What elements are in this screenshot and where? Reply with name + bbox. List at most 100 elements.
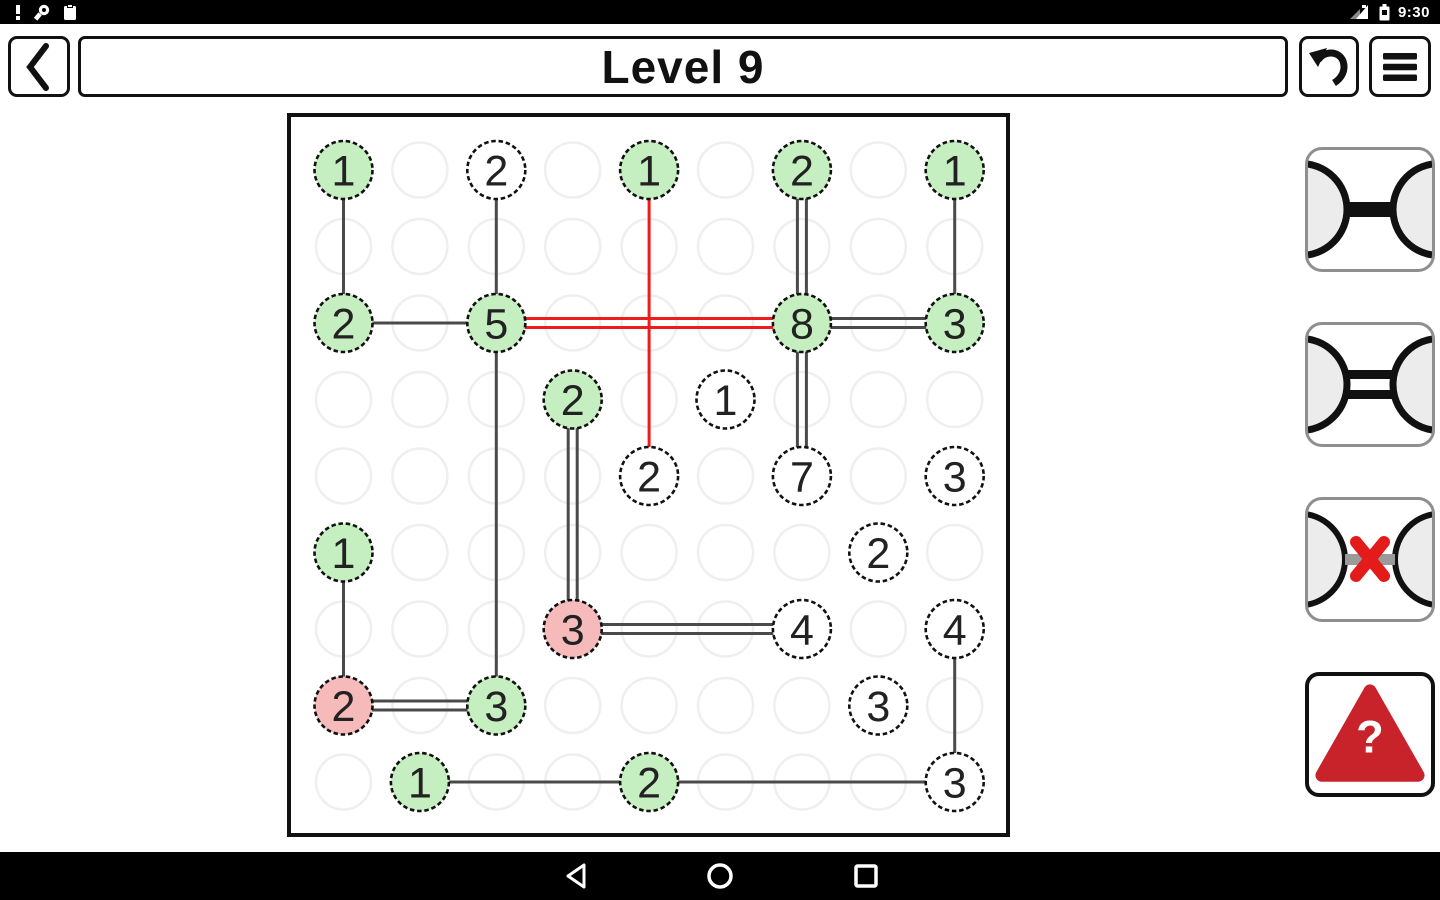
grid-placeholder [696,523,755,582]
grid-placeholder [391,447,449,505]
grid-placeholder [849,294,908,352]
grid-placeholder [773,370,831,429]
puzzle-node[interactable] [542,598,604,660]
battery-icon [1379,3,1390,20]
grid-placeholder [773,676,831,735]
nav-home-icon[interactable] [706,862,734,890]
node-number: 2 [637,760,661,808]
node-number: 7 [790,454,814,502]
grid-placeholder [620,600,678,658]
grid-placeholder [849,217,908,276]
nav-back-icon[interactable] [564,862,590,890]
puzzle-node[interactable] [924,445,986,507]
clipboard-icon [64,3,76,20]
grid-placeholder [543,294,602,352]
puzzle-node[interactable] [771,139,833,201]
puzzle-node[interactable] [771,445,833,507]
status-bar: 9:30 [0,0,1440,24]
puzzle-node[interactable] [924,292,986,354]
signal-icon [1349,5,1368,19]
page-title: Level 9 [601,40,765,93]
grid-placeholder [925,523,984,582]
puzzle-node[interactable] [466,675,527,736]
node-number: 3 [866,683,890,731]
grid-placeholder [849,141,908,199]
puzzle-node[interactable] [313,139,374,201]
grid-placeholder [696,217,755,276]
no-bridge-x-icon [1308,511,1432,608]
node-number: 5 [484,301,508,349]
grid-placeholder [696,676,755,735]
node-number: 2 [332,683,356,731]
grid-placeholder [696,294,755,352]
menu-button[interactable] [1369,36,1431,97]
undo-arrow-icon [1309,47,1348,86]
node-number: 2 [332,301,356,349]
status-left-icons [14,3,77,21]
undo-button[interactable] [1299,36,1359,97]
grid-placeholder [391,370,449,429]
node-number: 1 [714,377,738,425]
node-number: 3 [943,760,967,808]
node-number: 1 [332,148,356,196]
hamburger-menu-icon [1383,52,1417,81]
node-number: 1 [637,148,661,196]
hint-question-mark: ? [1356,712,1384,763]
grid-placeholder [543,141,602,199]
puzzle-node[interactable] [313,675,374,736]
grid-placeholder [391,217,449,276]
puzzle-node[interactable] [924,598,986,660]
grid-placeholder [696,141,755,199]
grid-placeholder [773,217,831,276]
node-number: 3 [561,607,585,655]
grid-placeholder [696,600,755,658]
puzzle-node[interactable] [313,292,374,354]
hint-button[interactable]: ? [1305,672,1435,797]
puzzle-node[interactable] [466,292,527,354]
node-number: 3 [484,683,508,731]
grid-placeholder [620,676,678,735]
grid-placeholder [543,447,602,505]
single-bridge-button[interactable] [1305,147,1435,272]
node-number: 4 [790,607,814,655]
puzzle-node[interactable] [924,751,986,813]
puzzle-node[interactable] [924,139,986,201]
puzzle-node[interactable] [618,139,680,201]
node-number: 2 [484,148,508,196]
puzzle-node[interactable] [313,522,374,583]
node-number: 3 [943,301,967,349]
grid-placeholder [849,447,908,505]
grid-placeholder [314,370,373,429]
grid-placeholder [391,141,449,199]
puzzle-node[interactable] [618,445,680,507]
grid-placeholder [391,600,449,658]
grid-placeholder [391,523,449,582]
grid-placeholder [543,523,602,582]
back-button[interactable] [8,36,70,97]
exclamation-icon [16,5,20,20]
puzzle-node[interactable] [847,675,909,736]
nav-recents-icon[interactable] [853,863,879,889]
key-icon [34,4,50,21]
status-right-icons: 9:30 [1349,3,1430,21]
puzzle-node[interactable] [847,522,909,583]
double-bridge-button[interactable] [1305,322,1435,447]
node-number: 1 [332,530,356,578]
grid-placeholder [314,447,373,505]
puzzle-node[interactable] [542,369,604,430]
double-bridge-icon [1308,335,1432,434]
puzzle-node[interactable] [618,751,680,813]
puzzle-node[interactable] [466,139,527,201]
single-bridge-icon [1308,160,1432,259]
title-bar: Level 9 [78,36,1288,97]
no-bridge-button[interactable] [1305,497,1435,622]
puzzle-node[interactable] [695,369,756,430]
grid-placeholder [696,447,755,505]
grid-placeholder [391,676,449,735]
grid-placeholder [849,370,908,429]
puzzle-node[interactable] [771,292,833,354]
puzzle-node[interactable] [771,598,833,660]
puzzle-node[interactable] [389,751,451,813]
